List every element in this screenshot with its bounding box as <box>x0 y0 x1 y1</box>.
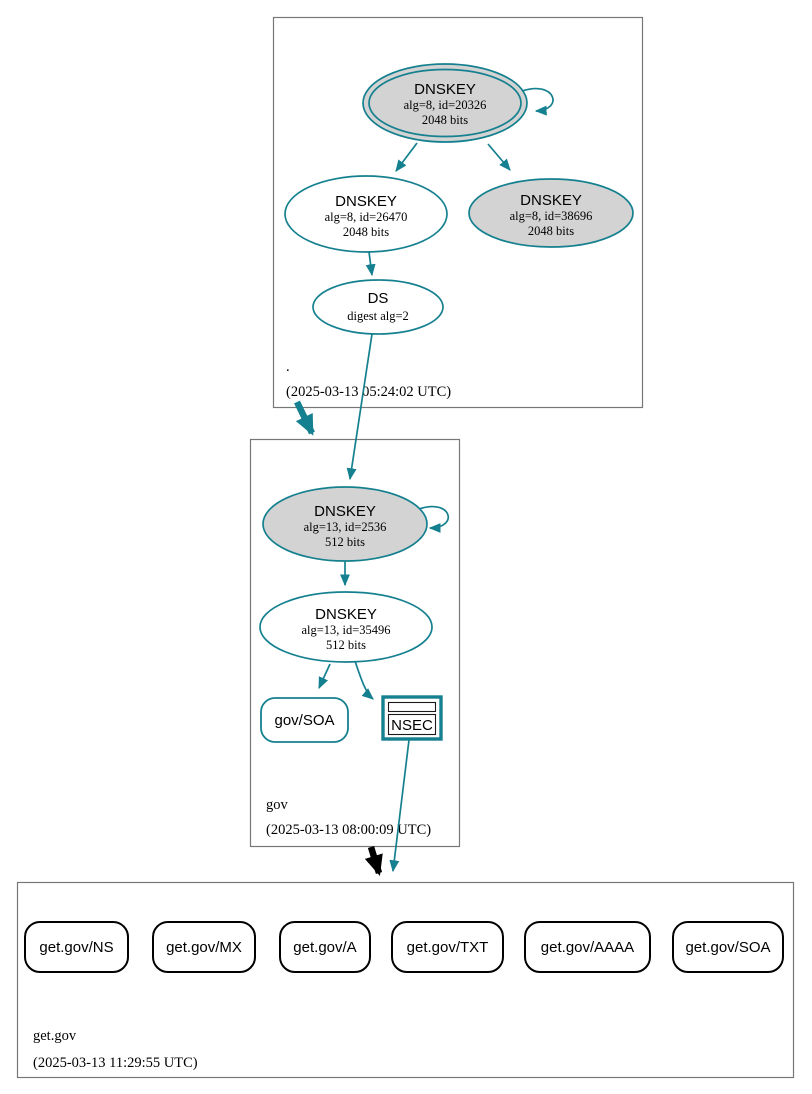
root-ksk2-detail2: 2048 bits <box>528 224 574 238</box>
root-to-gov-secure-delegation-arrow <box>294 400 315 436</box>
root-ksk-inner-ellipse <box>368 68 522 138</box>
getgov-a-box[interactable] <box>279 921 371 973</box>
gov-zsk-ellipse[interactable] <box>259 591 433 663</box>
root-zsk-detail1: alg=8, id=26470 <box>325 210 408 224</box>
ds-to-gov-ksk-arrow <box>346 333 373 481</box>
node-gov-dnskey-2536[interactable]: DNSKEY alg=13, id=2536 512 bits <box>262 486 428 562</box>
gov-to-getgov-insecure-delegation-arrow <box>364 846 383 876</box>
getgov-txt-box[interactable] <box>391 921 504 973</box>
getgov-mx-label: get.gov/MX <box>166 939 242 956</box>
nsec-top-cell <box>387 701 437 713</box>
gov-soa-box[interactable] <box>260 697 349 743</box>
getgov-a-label: get.gov/A <box>293 939 356 956</box>
gov-ksk-selfsign-loop-arrow <box>418 505 450 533</box>
root-ksk-outer-ellipse[interactable] <box>362 63 528 143</box>
node-getgov-a[interactable]: get.gov/A <box>279 921 371 973</box>
getgov-zone-timestamp: (2025-03-13 11:29:55 UTC) <box>33 1055 198 1071</box>
root-ksk-detail1: alg=8, id=20326 <box>404 98 487 112</box>
nsec-label: NSEC <box>391 717 433 734</box>
node-root-dnskey-38696[interactable]: DNSKEY alg=8, id=38696 2048 bits <box>468 178 634 248</box>
node-gov-dnskey-35496[interactable]: DNSKEY alg=13, id=35496 512 bits <box>259 591 433 663</box>
node-root-dnskey-26470[interactable]: DNSKEY alg=8, id=26470 2048 bits <box>284 175 448 253</box>
root-zsk-signs-ds-arrow <box>365 251 376 277</box>
getgov-aaaa-box[interactable] <box>524 921 651 973</box>
getgov-zone-box <box>16 881 795 1079</box>
gov-zsk-detail1: alg=13, id=35496 <box>301 623 390 637</box>
getgov-txt-label: get.gov/TXT <box>407 939 489 956</box>
root-zsk-detail2: 2048 bits <box>343 225 389 239</box>
node-gov-soa-rrset[interactable]: gov/SOA <box>260 697 349 743</box>
root-zone-box <box>272 16 644 409</box>
node-getgov-soa[interactable]: get.gov/SOA <box>672 921 784 973</box>
getgov-ns-box[interactable] <box>24 921 129 973</box>
root-zone-timestamp: (2025-03-13 05:24:02 UTC) <box>286 384 451 400</box>
gov-ksk-detail2: 512 bits <box>325 535 365 549</box>
node-getgov-mx[interactable]: get.gov/MX <box>152 921 256 973</box>
node-getgov-ns[interactable]: get.gov/NS <box>24 921 129 973</box>
node-getgov-txt[interactable]: get.gov/TXT <box>391 921 504 973</box>
root-ksk2-title: DNSKEY <box>520 192 582 209</box>
root-ksk-signs-ksk2-arrow <box>487 143 511 171</box>
node-getgov-aaaa[interactable]: get.gov/AAAA <box>524 921 651 973</box>
gov-zsk-signs-nsec-arrow <box>354 660 374 700</box>
getgov-mx-box[interactable] <box>152 921 256 973</box>
gov-zsk-signs-soa-arrow <box>318 663 331 690</box>
gov-ksk-detail1: alg=13, id=2536 <box>304 520 387 534</box>
root-ds-ellipse[interactable] <box>312 279 444 335</box>
node-gov-nsec[interactable]: NSEC <box>381 695 443 741</box>
gov-ksk-title: DNSKEY <box>314 503 376 520</box>
getgov-soa-label: get.gov/SOA <box>685 939 770 956</box>
gov-zsk-title: DNSKEY <box>315 606 377 623</box>
root-ksk-selfsign-loop-arrow <box>521 87 554 116</box>
root-ds-title: DS <box>368 290 389 307</box>
getgov-aaaa-label: get.gov/AAAA <box>541 939 634 956</box>
gov-zone-timestamp: (2025-03-13 08:00:09 UTC) <box>266 822 431 838</box>
root-ksk2-ellipse[interactable] <box>468 178 634 248</box>
root-zone-label: . <box>286 359 290 375</box>
root-zsk-title: DNSKEY <box>335 193 397 210</box>
getgov-zone-label: get.gov <box>33 1028 77 1044</box>
gov-zsk-detail2: 512 bits <box>326 638 366 652</box>
nsec-proof-to-getgov-arrow <box>389 739 410 873</box>
root-zsk-ellipse[interactable] <box>284 175 448 253</box>
root-ksk-signs-zsk-arrow <box>395 142 418 172</box>
gov-zone-box <box>249 438 461 848</box>
node-root-dnskey-20326[interactable]: DNSKEY alg=8, id=20326 2048 bits <box>362 63 528 143</box>
getgov-soa-box[interactable] <box>672 921 784 973</box>
gov-soa-label: gov/SOA <box>274 712 334 729</box>
getgov-ns-label: get.gov/NS <box>39 939 113 956</box>
root-ksk-title: DNSKEY <box>414 81 476 98</box>
gov-zone-label: gov <box>266 797 289 813</box>
nsec-bottom-cell <box>387 713 437 736</box>
root-ksk-detail2: 2048 bits <box>422 113 468 127</box>
node-root-ds[interactable]: DS digest alg=2 <box>312 279 444 335</box>
root-ds-detail1: digest alg=2 <box>347 309 409 323</box>
root-ksk2-detail1: alg=8, id=38696 <box>510 209 593 223</box>
